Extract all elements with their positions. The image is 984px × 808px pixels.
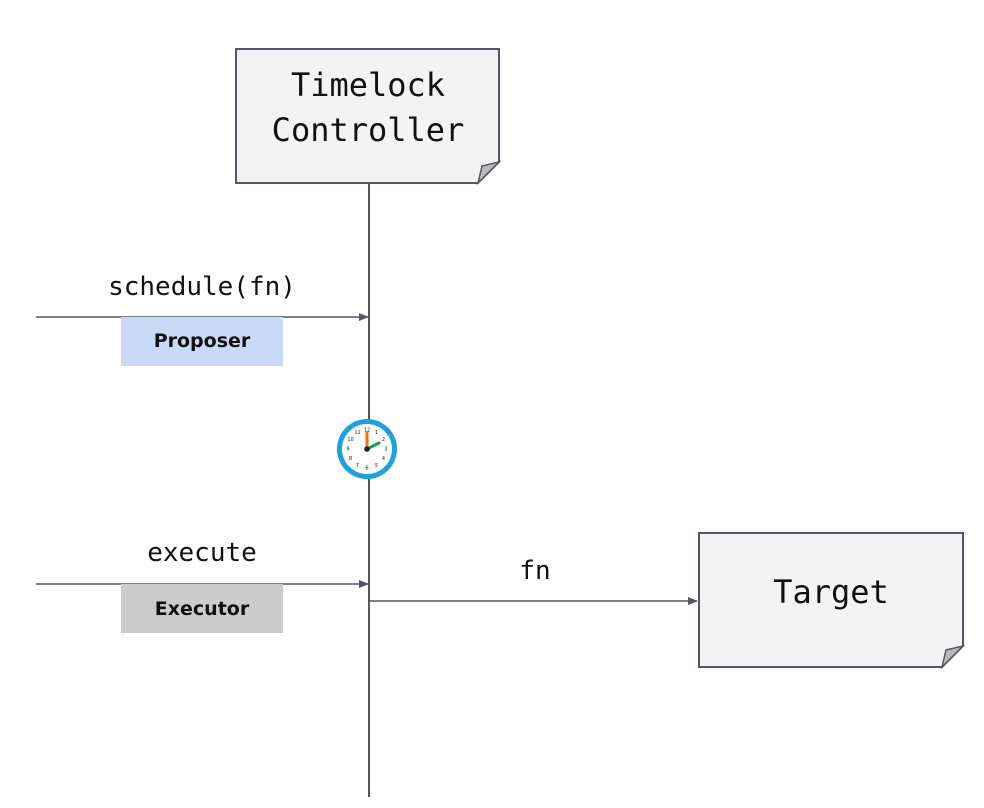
fn-call-label: fn [519, 556, 550, 586]
clock-number: 5 [375, 463, 378, 469]
clock-number: 6 [365, 466, 368, 472]
controller-title-line1: Timelock [291, 66, 445, 104]
execute-message-label: execute [147, 538, 257, 568]
clock-number: 1 [375, 430, 378, 436]
clock-number: 2 [382, 437, 385, 443]
schedule-message-label: schedule(fn) [108, 272, 296, 302]
proposer-role-label: Proposer [154, 330, 251, 352]
executor-role-badge: Executor [121, 584, 283, 633]
clock-number: 4 [382, 456, 385, 462]
timelock-controller-node: Timelock Controller [235, 48, 502, 186]
controller-title-line2: Controller [272, 111, 465, 149]
clock-number: 3 [384, 447, 387, 453]
clock-number: 9 [346, 447, 349, 453]
clock-number: 11 [354, 430, 360, 436]
target-title: Target [773, 573, 889, 611]
proposer-role-badge: Proposer [121, 317, 283, 366]
target-node: Target [698, 532, 966, 670]
clock-number: 8 [349, 456, 352, 462]
clock-number: 12 [364, 428, 370, 434]
clock-number: 7 [356, 463, 359, 469]
executor-role-label: Executor [155, 598, 250, 620]
clock-number: 10 [347, 437, 353, 443]
